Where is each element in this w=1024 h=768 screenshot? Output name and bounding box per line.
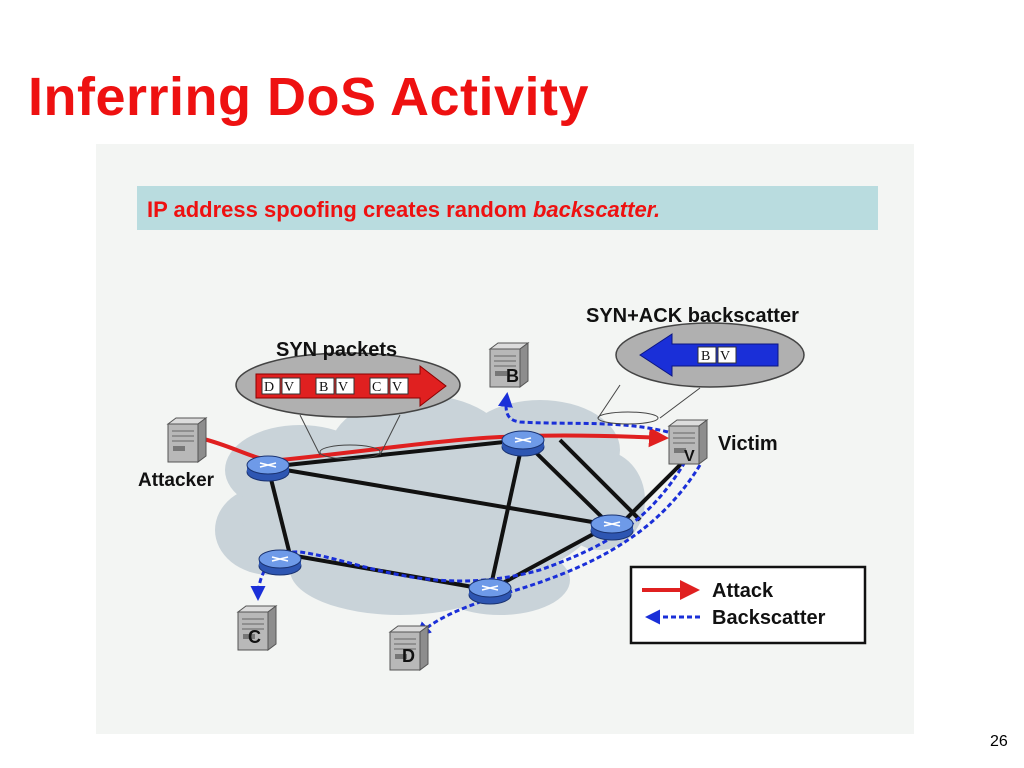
callout-box: IP address spoofing creates random backs… <box>137 186 878 230</box>
victim-label: Victim <box>718 433 778 455</box>
syn-packet-src: C <box>372 380 381 395</box>
router-icon <box>501 430 545 457</box>
syn-packet-dst: V <box>284 380 294 395</box>
attack-path <box>199 427 669 463</box>
network-cloud <box>215 395 645 615</box>
router-icon <box>468 578 512 605</box>
legend: Attack Backscatter <box>629 565 867 645</box>
syn-packet-cv: C V <box>369 377 409 395</box>
victim-letter: V <box>684 448 695 465</box>
legend-backscatter-label: Backscatter <box>712 607 826 629</box>
network-links <box>266 438 692 592</box>
syn-packet-dv: D V <box>261 377 301 395</box>
slide-number: 26 <box>990 733 1008 750</box>
attacker-label: Attacker <box>138 470 215 491</box>
legend-attack-label: Attack <box>712 580 774 602</box>
syn-packet-dst: V <box>392 380 402 395</box>
backscatter-label: SYN+ACK backscatter <box>586 305 799 327</box>
attacker-server-icon <box>167 417 207 463</box>
backscatter-packet-src: B <box>701 349 710 364</box>
syn-packet-dst: V <box>338 380 348 395</box>
router-icon <box>246 455 290 482</box>
slide-title: Inferring DoS Activity <box>28 67 590 127</box>
callout-emphasis: backscatter. <box>532 197 661 222</box>
callout-text: IP address spoofing creates random <box>147 197 533 222</box>
syn-packet-src: D <box>264 380 274 395</box>
backscatter-callout: SYN+ACK backscatter B V <box>586 305 805 425</box>
syn-packets-label: SYN packets <box>276 339 397 361</box>
syn-packet-bv: B V <box>315 377 355 395</box>
host-c-label: C <box>248 627 261 647</box>
router-icon <box>258 549 302 576</box>
router-icon <box>590 514 634 541</box>
host-d-label: D <box>402 646 415 666</box>
host-b-label: B <box>506 366 519 386</box>
syn-packet-src: B <box>319 380 328 395</box>
backscatter-packet-dst: V <box>720 349 730 364</box>
syn-packets-callout: SYN packets D V B V C V <box>235 339 461 460</box>
